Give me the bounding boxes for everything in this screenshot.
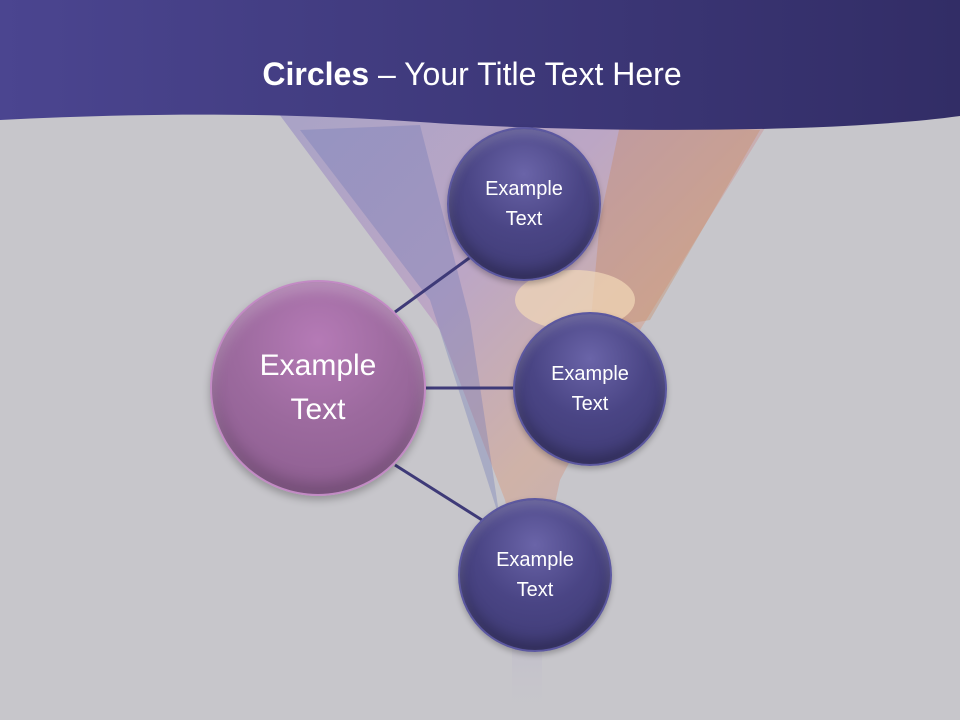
header-band [0,0,960,130]
circle-node-bottom-label: Example Text [496,549,574,601]
connector-line-bottom [394,463,483,522]
circle-node-bottom[interactable]: Example Text [458,498,612,652]
circle-node-middle-label: Example Text [551,363,629,415]
connector-line-top [394,254,473,314]
center-circle-label: Example Text [259,349,377,426]
slide-title-bold: Circles [262,56,370,92]
slide-title-rest: – Your Title Text Here [369,56,682,92]
circle-node-top[interactable]: Example Text [447,127,601,281]
circle-node-middle[interactable]: Example Text [513,312,667,466]
circle-node-top-label: Example Text [485,178,563,230]
center-circle[interactable]: Example Text [210,280,426,496]
slide-title[interactable]: Circles – Your Title Text Here [0,52,944,96]
